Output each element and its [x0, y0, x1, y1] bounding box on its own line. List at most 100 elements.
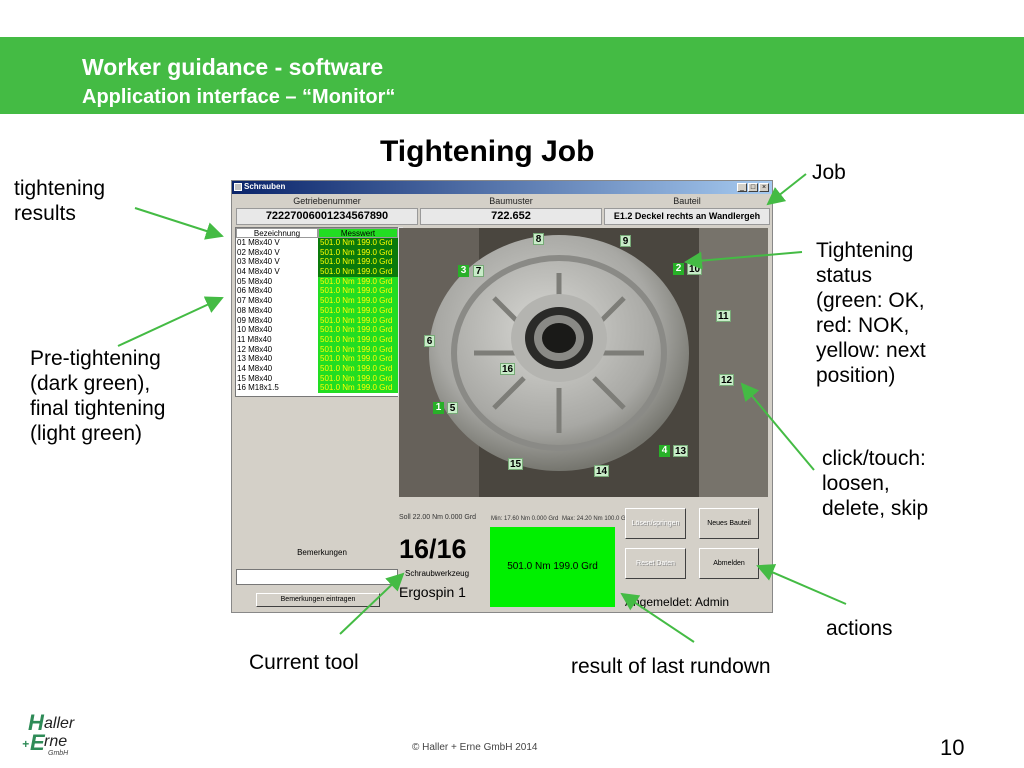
annotation-click-touch: click/touch: loosen, delete, skip — [822, 447, 929, 520]
result-value: 501.0 Nm 199.0 Grd — [318, 257, 398, 268]
result-value: 501.0 Nm 199.0 Grd — [318, 325, 398, 335]
svg-text:E: E — [30, 730, 46, 755]
result-name: 13 M8x40 — [237, 354, 273, 364]
result-value: 501.0 Nm 199.0 Grd — [318, 276, 398, 287]
bolt-position-marker[interactable]: 6 — [424, 335, 435, 347]
bolt-position-marker[interactable]: 12 — [719, 374, 735, 386]
bolt-position-marker[interactable]: 3 — [458, 265, 469, 277]
new-part-button[interactable]: Neues Bauteil — [699, 508, 759, 539]
header-banner — [0, 37, 1024, 114]
header-label-getriebenummer: Getriebenummer — [293, 196, 361, 206]
column-messwert[interactable]: Messwert — [318, 228, 398, 238]
result-value: 501.0 Nm 199.0 Grd — [318, 286, 398, 297]
loosen-button[interactable]: Lösen/springen — [625, 508, 686, 539]
result-name: 06 M8x40 — [237, 286, 273, 296]
bolt-position-marker[interactable]: 14 — [594, 465, 610, 477]
result-name: 11 M8x40 — [237, 334, 272, 344]
svg-text:GmbH: GmbH — [48, 750, 69, 756]
result-name: 04 M8x40 V — [237, 267, 280, 277]
result-row[interactable]: 15 M8x40 501.0 Nm 199.0 Grd — [236, 373, 398, 384]
result-name: 15 M8x40 — [237, 373, 273, 383]
maximize-button[interactable]: □ — [748, 183, 758, 192]
bolt-position-marker[interactable]: 10 — [687, 263, 703, 275]
result-name: 07 M8x40 — [237, 296, 273, 306]
result-value: 501.0 Nm 199.0 Grd — [318, 296, 398, 306]
result-row[interactable]: 16 M18x1.5 501.0 Nm 199.0 Grd — [236, 383, 398, 393]
result-value: 501.0 Nm 199.0 Grd — [318, 354, 398, 364]
header-title: Worker guidance - software — [82, 54, 384, 80]
bolt-position-marker[interactable]: 16 — [500, 363, 516, 375]
minimize-button[interactable]: _ — [737, 183, 747, 192]
result-row[interactable]: 08 M8x40 501.0 Nm 199.0 Grd — [236, 305, 398, 316]
result-value: 501.0 Nm 199.0 Grd — [318, 344, 398, 355]
annotation-last-rundown: result of last rundown — [571, 655, 771, 678]
bolt-position-marker[interactable]: 8 — [533, 233, 544, 245]
result-name: 02 M8x40 V — [237, 247, 280, 257]
result-value: 501.0 Nm 199.0 Grd — [318, 363, 398, 374]
column-bezeichnung[interactable]: Bezeichnung — [236, 228, 318, 238]
svg-text:rne: rne — [44, 733, 67, 750]
bolt-position-marker[interactable]: 2 — [673, 263, 684, 275]
result-value: 501.0 Nm 199.0 Grd — [318, 247, 398, 258]
header-subtitle: Application interface – “Monitor“ — [82, 86, 396, 108]
result-row[interactable]: 11 M8x40 501.0 Nm 199.0 Grd — [236, 334, 398, 345]
gearbox-cover-image — [399, 228, 768, 497]
result-row[interactable]: 13 M8x40 501.0 Nm 199.0 Grd — [236, 354, 398, 364]
result-name: 08 M8x40 — [237, 305, 273, 315]
copyright: © Haller + Erne GmbH 2014 — [412, 742, 538, 753]
result-value: 501.0 Nm 199.0 Grd — [318, 305, 398, 316]
result-row[interactable]: 14 M8x40 501.0 Nm 199.0 Grd — [236, 363, 398, 374]
field-baumuster: 722.652 — [420, 208, 602, 225]
tool-label: Schraubwerkzeug — [405, 569, 470, 578]
bolt-position-marker[interactable]: 7 — [473, 265, 484, 277]
result-value: 501.0 Nm 199.0 Grd — [318, 334, 398, 345]
last-result-box: 501.0 Nm 199.0 Grd — [490, 527, 615, 607]
window-title: Schrauben — [244, 182, 286, 191]
bolt-position-marker[interactable]: 4 — [659, 445, 670, 457]
remarks-input[interactable] — [236, 569, 398, 585]
bolt-position-marker[interactable]: 5 — [447, 402, 458, 414]
result-name: 16 M18x1.5 — [237, 383, 279, 393]
slide-title: Tightening Job — [380, 135, 595, 168]
bolt-position-marker[interactable]: 15 — [508, 458, 524, 470]
tool-name: Ergospin 1 — [399, 584, 466, 600]
page-number: 10 — [940, 735, 965, 760]
result-value: 501.0 Nm 199.0 Grd — [318, 238, 398, 248]
annotation-pre-final: Pre-tightening (dark green), final tight… — [30, 347, 166, 445]
result-name: 05 M8x40 — [237, 276, 273, 286]
bolt-position-marker[interactable]: 13 — [673, 445, 689, 457]
tightening-counter: 16/16 — [399, 534, 467, 564]
arrow-tightening-results — [134, 207, 224, 240]
arrow-job — [766, 173, 807, 206]
close-button[interactable]: × — [759, 183, 769, 192]
result-name: 14 M8x40 — [237, 363, 273, 373]
annotation-current-tool: Current tool — [249, 651, 359, 674]
bolt-position-marker[interactable]: 11 — [716, 310, 731, 322]
reset-data-button[interactable]: Reset Daten — [625, 548, 686, 579]
result-name: 12 M8x40 — [237, 344, 273, 354]
remarks-label: Bemerkungen — [297, 548, 347, 557]
header-label-bauteil: Bauteil — [673, 196, 701, 206]
annotation-actions: actions — [826, 617, 893, 640]
logout-button[interactable]: Abmelden — [699, 548, 759, 579]
header-label-baumuster: Baumuster — [489, 196, 533, 206]
bolt-position-marker[interactable]: 9 — [620, 235, 631, 247]
result-row[interactable]: 12 M8x40 501.0 Nm 199.0 Grd — [236, 344, 398, 355]
result-row[interactable]: 06 M8x40 501.0 Nm 199.0 Grd — [236, 286, 398, 297]
result-value: 501.0 Nm 199.0 Grd — [318, 383, 398, 393]
window-titlebar: Schrauben _ □ × — [232, 181, 772, 194]
result-row[interactable]: 02 M8x40 V 501.0 Nm 199.0 Grd — [236, 247, 398, 258]
results-header: Bezeichnung Messwert — [236, 228, 398, 238]
remarks-submit-button[interactable]: Bemerkungen eintragen — [256, 593, 380, 607]
result-row[interactable]: 05 M8x40 501.0 Nm 199.0 Grd — [236, 276, 398, 287]
bolt-position-marker[interactable]: 1 — [433, 402, 444, 414]
result-value: 501.0 Nm 199.0 Grd — [318, 373, 398, 384]
result-row[interactable]: 07 M8x40 501.0 Nm 199.0 Grd — [236, 296, 398, 306]
